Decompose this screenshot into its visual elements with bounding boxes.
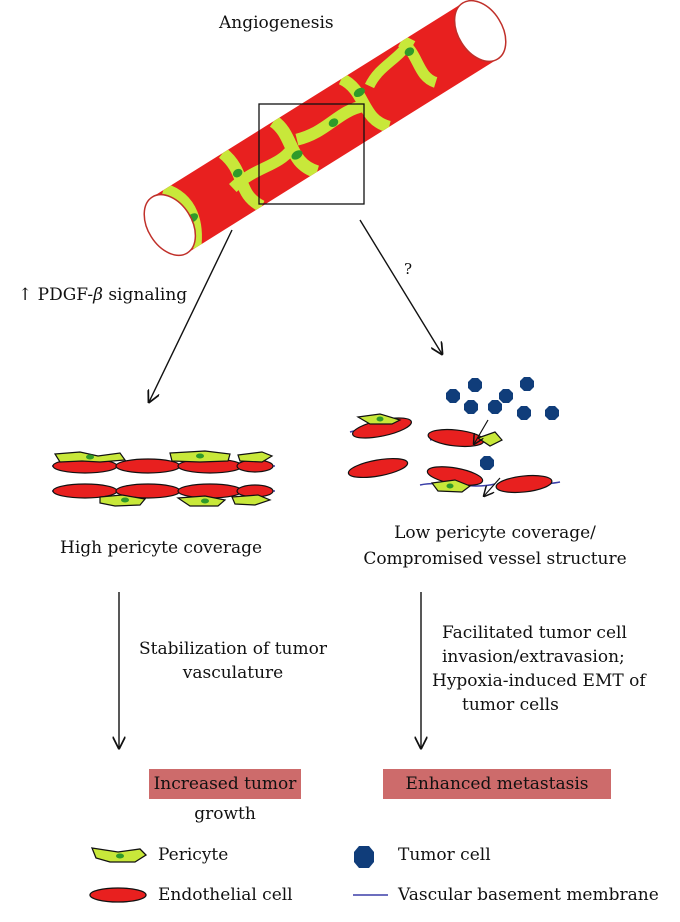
stabilization-line2: vasculature	[182, 663, 284, 683]
tumor-cell	[499, 389, 513, 403]
vessel-illustration	[143, 0, 507, 257]
low-coverage-label-line1: Low pericyte coverage/	[394, 523, 596, 543]
facilitated-line2: invasion/extravasion;	[442, 647, 625, 667]
high-coverage-label: High pericyte coverage	[60, 538, 263, 558]
legend-tumor-cell-label: Tumor cell	[398, 845, 491, 865]
legend-pericyte-label: Pericyte	[158, 845, 229, 865]
vessel-pericytes	[160, 36, 438, 250]
tumor-cell	[464, 400, 478, 414]
signaling-suffix: signaling	[102, 285, 188, 305]
tumor-cell	[545, 406, 559, 420]
outcome-enhanced-metastasis: Enhanced metastasis	[383, 769, 611, 799]
tumor-cell	[446, 389, 460, 403]
facilitated-line3: Hypoxia-induced EMT of	[432, 671, 646, 691]
zoom-box	[258, 103, 365, 205]
tumor-cell	[488, 400, 502, 414]
legend-membrane-label: Vascular basement membrane	[398, 885, 659, 905]
high-coverage-vessel	[52, 450, 275, 507]
outcome-increased-tumor-growth: Increased tumor growth	[149, 769, 301, 824]
low-coverage-vessel	[347, 413, 561, 496]
tumor-cell	[468, 378, 482, 392]
legend-endothelial-label: Endothelial cell	[158, 885, 293, 905]
facilitated-line4: tumor cells	[462, 695, 559, 715]
title-angiogenesis: Angiogenesis	[219, 13, 334, 33]
arrow-to-low-coverage	[359, 219, 442, 354]
tumor-cells	[446, 377, 559, 470]
tumor-cell	[517, 406, 531, 420]
facilitated-line1: Facilitated tumor cell	[442, 623, 627, 643]
arrow-to-high-coverage	[149, 229, 233, 402]
pdgf-signaling-label: ↑ PDGF-β signaling	[18, 284, 187, 306]
low-coverage-label-line2: Compromised vessel structure	[363, 549, 627, 569]
legend-pericyte-icon	[90, 847, 148, 863]
tumor-cell	[480, 456, 494, 470]
beta-symbol: β	[93, 285, 103, 305]
legend-endothelial-icon	[89, 887, 147, 903]
tumor-cell	[520, 377, 534, 391]
up-arrow-icon: ↑	[18, 285, 33, 305]
question-mark: ?	[404, 260, 413, 278]
legend-tumor-cell-icon	[354, 846, 374, 868]
stabilization-line1: Stabilization of tumor	[139, 639, 327, 659]
pdgf-prefix: PDGF-	[37, 285, 94, 305]
